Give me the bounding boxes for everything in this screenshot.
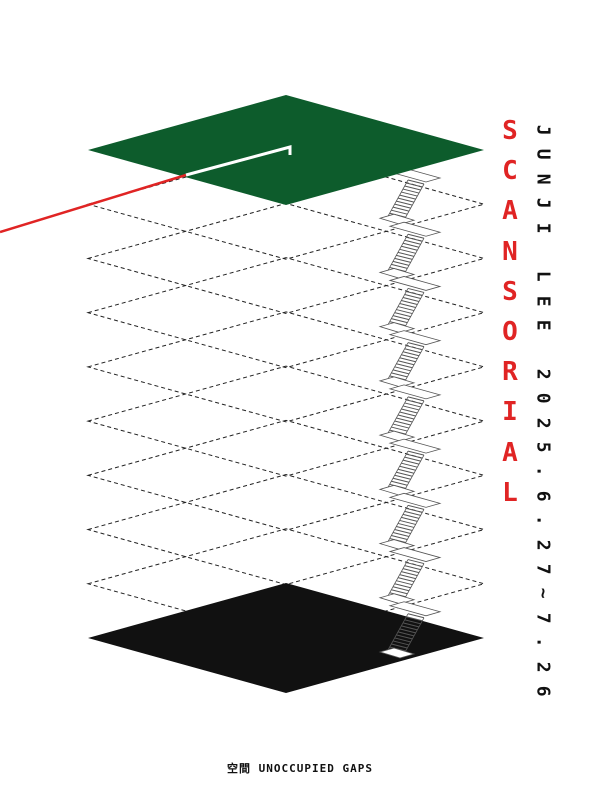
dashed-floor-outline <box>86 202 486 314</box>
author-char: L <box>532 271 554 282</box>
stair-flight <box>378 221 442 279</box>
dashed-floor-outline <box>86 311 486 423</box>
stair-flight <box>378 547 442 605</box>
author-char: 2 <box>532 417 554 429</box>
author-char: 6 <box>532 685 554 697</box>
title-letter: I <box>502 397 518 428</box>
title-letter: A <box>502 196 518 227</box>
author-char: 7 <box>532 563 554 575</box>
caption-unoccupied-gaps: 空間 UNOCCUPIED GAPS <box>227 762 373 775</box>
author-char: 5 <box>532 441 554 453</box>
author-char: . <box>532 636 554 648</box>
title-letter: L <box>502 477 518 508</box>
title-letter: C <box>502 156 518 187</box>
title-letter: N <box>502 236 518 267</box>
author-char: N <box>532 173 554 185</box>
dashed-floor-outline <box>86 528 486 640</box>
title-letter: A <box>502 437 518 468</box>
dashed-floor-outline <box>86 365 486 477</box>
author-char: 6 <box>532 490 554 502</box>
white-slit-line <box>185 145 292 177</box>
top-floor-green <box>88 95 484 205</box>
author-char: . <box>532 515 554 526</box>
author-char: 0 <box>532 393 554 404</box>
title-letter: S <box>502 116 518 146</box>
stair-flight <box>378 167 442 225</box>
stair-flight <box>378 384 442 442</box>
author-char: J <box>532 124 554 136</box>
author-char <box>527 344 551 355</box>
title-letter: S <box>502 276 518 307</box>
author-char: 2 <box>532 661 554 673</box>
author-char: U <box>532 149 554 161</box>
author-char: 7 <box>532 612 554 624</box>
author-char: ~ <box>532 588 554 600</box>
author-char: 2 <box>532 539 554 551</box>
stair-flight <box>378 601 442 659</box>
author-char: E <box>532 295 554 307</box>
author-char: . <box>532 466 554 478</box>
stair-flight <box>378 438 442 496</box>
dashed-floor-outline <box>86 419 486 531</box>
stair-flight <box>378 492 442 550</box>
author-char <box>527 247 551 258</box>
red-diagonal-line <box>0 173 187 234</box>
dashed-floor-outline <box>86 257 486 369</box>
bottom-floor-black <box>88 583 484 693</box>
title-letter: R <box>502 357 518 388</box>
staircase-series <box>378 167 442 659</box>
title-letter: O <box>502 316 518 347</box>
author-char: I <box>532 222 554 234</box>
author-char: 2 <box>532 368 554 380</box>
author-char: J <box>532 197 554 209</box>
dashed-floor-outline <box>86 474 486 586</box>
author-char: E <box>532 319 554 331</box>
stair-flight <box>378 330 442 388</box>
stair-flight <box>378 276 442 334</box>
